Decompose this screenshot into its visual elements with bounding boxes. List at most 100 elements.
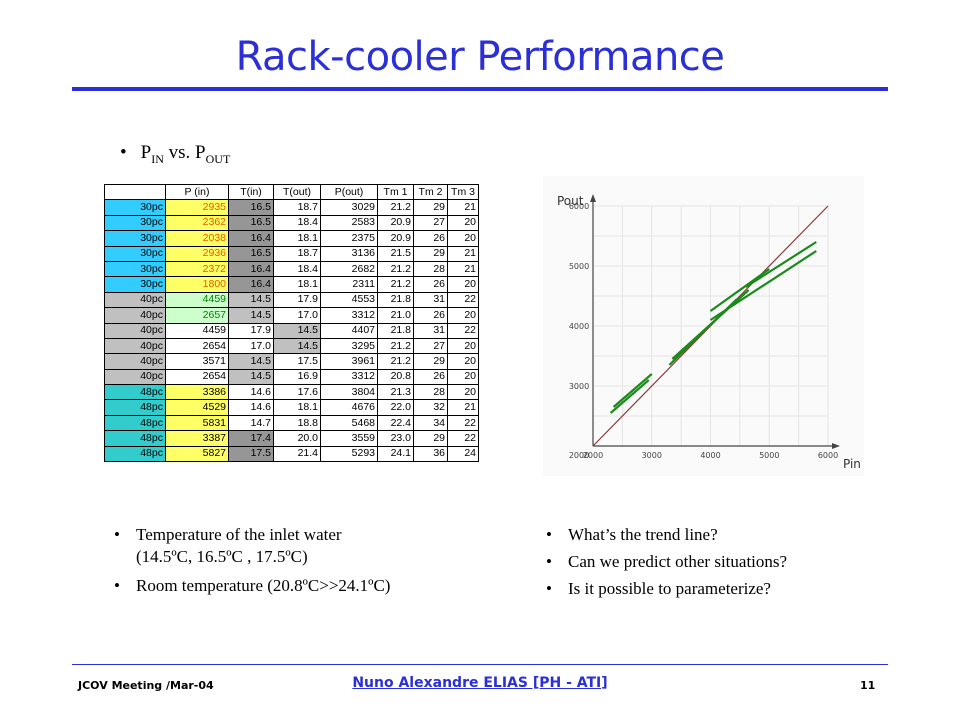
author-link[interactable]: Nuno Alexandre ELIAS [PH - ATI] (352, 675, 608, 691)
bullet-dot: • (546, 525, 552, 544)
table-cell: 2936 (165, 245, 229, 262)
table-cell: 2654 (165, 368, 229, 386)
table-cell: 3386 (165, 384, 229, 401)
table-cell: 14.5 (228, 291, 274, 309)
vs-text: vs. P (163, 142, 206, 163)
table-cell: 20.9 (377, 214, 414, 232)
predict-question: Can we predict other situations? (568, 552, 788, 571)
table-cell: 4676 (320, 399, 378, 416)
table-cell: 21 (447, 399, 479, 416)
table-cell: 26 (413, 276, 448, 293)
y-tick-label: 6000 (569, 202, 589, 211)
table-cell: 22 (447, 322, 479, 339)
table-cell: 2654 (165, 337, 229, 355)
table-cell: 24 (447, 445, 479, 463)
table-cell: 20 (447, 307, 479, 324)
table-cell: 4459 (165, 322, 229, 339)
table-cell: 21.2 (377, 260, 414, 278)
table-cell: 14.5 (228, 368, 274, 386)
table-cell: 21.2 (377, 337, 414, 355)
table-cell: 4459 (165, 291, 229, 309)
x-tick-label: 2000 (583, 451, 603, 460)
table-cell: 22 (447, 414, 479, 432)
trend-line-question: What’s the trend line? (568, 525, 718, 544)
list-item: •Temperature of the inlet water (114, 525, 390, 545)
table-cell: 31 (413, 291, 448, 309)
table-cell: 18.8 (273, 414, 321, 432)
bullet-dot: • (546, 552, 552, 571)
room-temperature-text: Room temperature (20.8ºC>>24.1ºC) (136, 576, 391, 595)
table-cell: 40pc (104, 291, 166, 309)
table-cell: 16.4 (228, 276, 274, 293)
table-cell: 28 (413, 384, 448, 401)
table-header-cell: Tm 2 (413, 183, 448, 201)
table-header-cell (104, 183, 166, 201)
table-cell: 26 (413, 230, 448, 247)
table-cell: 21.4 (273, 445, 321, 463)
table-cell: 30pc (104, 214, 166, 232)
parameterize-question: Is it possible to parameterize? (568, 579, 771, 598)
table-cell: 16.4 (228, 260, 274, 278)
table-cell: 21 (447, 260, 479, 278)
table-cell: 40pc (104, 353, 166, 370)
table-cell: 17.0 (273, 307, 321, 324)
series-line (612, 373, 653, 408)
bullet-dot: • (546, 579, 552, 598)
table-cell: 16.5 (228, 199, 274, 216)
series-line (745, 241, 817, 288)
series-line (609, 379, 650, 414)
table-cell: 20 (447, 230, 479, 247)
table-cell: 18.1 (273, 399, 321, 416)
table-cell: 4529 (165, 399, 229, 416)
table-cell: 17.9 (228, 322, 274, 339)
table-cell: 23.0 (377, 430, 414, 447)
table-cell: 22 (447, 430, 479, 447)
table-cell: 40pc (104, 307, 166, 324)
bullet-dot: • (114, 525, 120, 544)
table-cell: 5293 (320, 445, 378, 463)
table-cell: 18.1 (273, 276, 321, 293)
x-tick-label: 6000 (818, 451, 838, 460)
table-cell: 3559 (320, 430, 378, 447)
table-cell: 2372 (165, 260, 229, 278)
table-cell: 1800 (165, 276, 229, 293)
y-tick-label: 4000 (569, 322, 589, 331)
pin-vs-pout-bullet: •PIN vs. POUT (120, 142, 231, 167)
in-subscript: IN (151, 151, 164, 166)
table-cell: 2311 (320, 276, 378, 293)
table-cell: 2362 (165, 214, 229, 232)
footer-rule (72, 664, 888, 665)
y-tick-label: 2000 (569, 451, 589, 460)
table-cell: 17.5 (273, 353, 321, 370)
table-cell: 14.6 (228, 384, 274, 401)
table-cell: 5831 (165, 414, 229, 432)
table-cell: 14.5 (273, 322, 321, 339)
table-cell: 14.5 (228, 307, 274, 324)
out-subscript: OUT (205, 151, 231, 166)
list-item: • Can we predict other situations? (546, 552, 788, 572)
table-cell: 18.4 (273, 214, 321, 232)
table-cell: 20.9 (377, 230, 414, 247)
table-cell: 4553 (320, 291, 378, 309)
table-cell: 2657 (165, 307, 229, 324)
table-cell: 14.6 (228, 399, 274, 416)
table-cell: 17.9 (273, 291, 321, 309)
table-cell: 48pc (104, 430, 166, 447)
table-cell: 30pc (104, 199, 166, 216)
table-cell: 29 (413, 199, 448, 216)
table-cell: 3295 (320, 337, 378, 355)
table-cell: 17.0 (228, 337, 274, 355)
table-header-cell: T(out) (273, 183, 321, 201)
table-cell: 30pc (104, 260, 166, 278)
x-tick-label: 3000 (642, 451, 662, 460)
table-cell: 14.7 (228, 414, 274, 432)
